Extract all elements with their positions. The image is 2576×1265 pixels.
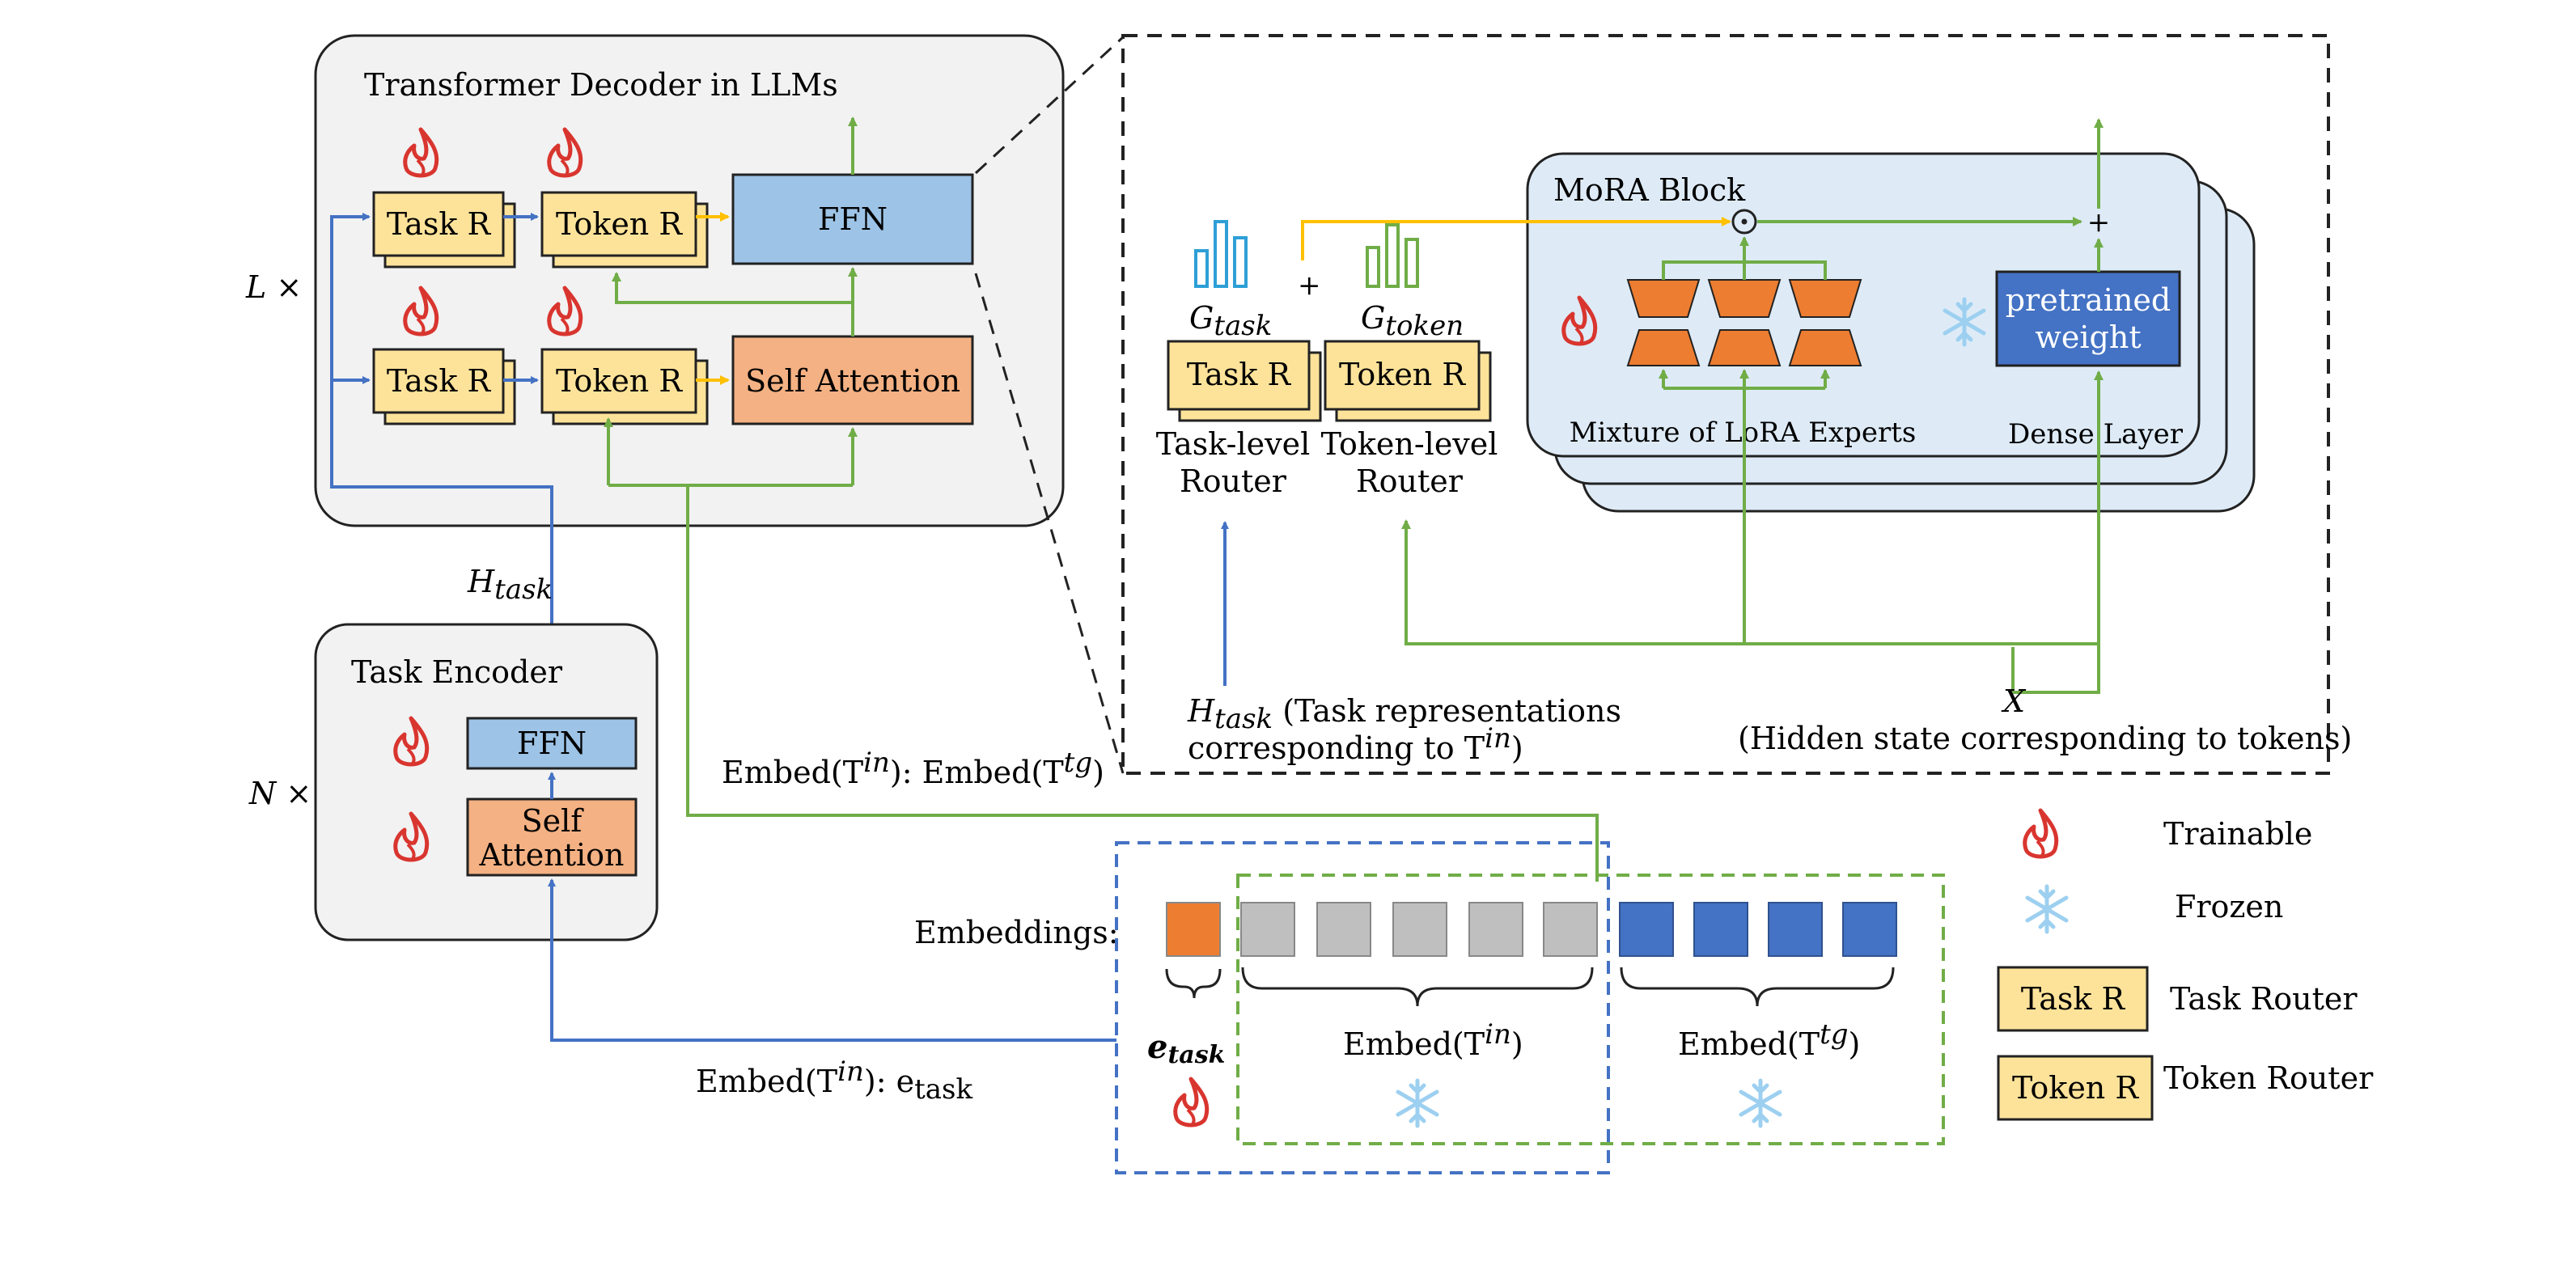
legend-token-r-label: Token R [2012,1070,2139,1106]
embed-in-tg-label: Embed(Tin): Embed(Ttg) [722,747,1104,790]
sum-plus: + [2087,206,2111,239]
task-router-label: Task R [387,206,492,242]
hadamard-product-icon [1731,209,1757,235]
snowflake-icon [2027,886,2066,932]
embed-dashed-region [1236,874,1945,1145]
x-label: X [2001,683,2027,719]
hidden-state-desc: (Hidden state corresponding to tokens) [1738,721,2352,756]
hadamard-dot [1741,218,1748,225]
decoder-repeat: L × [245,269,302,305]
tin-token [1240,902,1295,957]
encoder-arrows [548,772,1116,1042]
legend-task-router-label: Task Router [2170,981,2358,1017]
token-router-label-2: Token R [556,363,683,399]
embed-tin-label: Embed(Tin) [1343,1018,1523,1062]
detail-token-router-box [1324,340,1481,411]
legend-frozen-label: Frozen [2175,889,2283,924]
g-token-label: Gtoken [1361,300,1464,342]
embed-in-etask-label: Embed(Tin): etask [696,1056,972,1106]
h-task-desc: Htask (Task representations [1187,693,1621,735]
token-level-router-label: Token-level [1321,426,1498,462]
tin-token [1468,902,1523,957]
ffn-box [731,173,974,265]
fire-icon [2025,810,2057,857]
encoder-self-attention-label-2: Attention [478,837,624,873]
token-level-router-label-2: Router [1356,463,1464,499]
detail-token-router-label: Token R [1339,357,1466,392]
legend-trainable-label: Trainable [2163,816,2312,852]
task-router-box [372,191,505,257]
decoder-panel [314,34,1065,527]
task-level-router-label-2: Router [1180,463,1287,499]
mora-block-title: MoRA Block [1553,172,1746,208]
lora-experts [1626,279,1862,366]
mora-block [1526,152,2201,458]
encoder-ffn-label: FFN [517,726,587,761]
snowflake-icon [1741,1081,1780,1126]
h-task-desc-2: corresponding to Tin) [1188,722,1523,766]
encoder-self-attention-box [466,798,638,877]
token-router-box [540,191,697,257]
embeddings-label: Embeddings: [914,915,1119,950]
dense-layer-label: Dense Layer [2008,418,2184,451]
task-router-label-2: Task R [387,363,492,399]
legend-task-r-label: Task R [2021,981,2126,1017]
braces [1165,967,1895,1007]
tin-token [1392,902,1447,957]
detail-task-router-label: Task R [1187,357,1292,392]
detail-arrows [1221,118,2104,694]
decoder-arrows [330,116,1599,882]
g-task-bar-icon [1194,220,1248,288]
legend-token-r-box [1997,1055,2154,1121]
legend-token-router-label: Token Router [2163,1060,2374,1096]
task-level-router-label: Task-level [1156,426,1311,462]
ffn-label: FFN [818,201,888,237]
legend-task-r-box [1997,966,2149,1032]
pretrained-weight-box [1995,270,2181,367]
token-router-box-2 [540,348,697,414]
ttg-token [1768,902,1823,957]
tin-token [1543,902,1598,957]
decoder-title: Transformer Decoder in LLMs [364,67,838,103]
g-token-bar-icon [1366,223,1419,288]
zoom-lines [974,36,1125,774]
self-attention-label: Self Attention [745,363,960,399]
etask-label: etask [1147,1028,1225,1069]
tin-token [1316,902,1371,957]
ttg-token [1693,902,1748,957]
h-task-label: Htask [467,564,553,606]
fire-icon [1176,1079,1207,1125]
snowflake-icon [1398,1081,1437,1126]
task-router-box-2 [372,348,505,414]
g-task-label: Gtask [1189,300,1272,342]
detail-task-router-box [1167,340,1311,411]
ttg-token [1619,902,1674,957]
encoder-repeat: N × [248,776,311,811]
token-router-label: Token R [556,206,683,242]
encoder-title: Task Encoder [351,654,563,690]
etask-dashed-region [1115,841,1610,1174]
embed-ttg-label: Embed(Ttg) [1678,1018,1860,1062]
etask-token [1166,902,1221,957]
encoder-self-attention-label: Self [522,803,585,839]
encoder-ffn-box [466,717,638,770]
pretrained-weight-label-2: weight [2035,319,2141,355]
plus-sign: + [1298,269,1321,302]
ttg-token [1842,902,1897,957]
pretrained-weight-label: pretrained [2006,282,2171,318]
self-attention-box [731,335,974,425]
